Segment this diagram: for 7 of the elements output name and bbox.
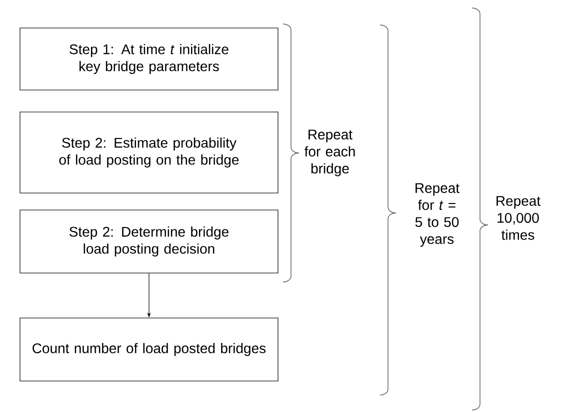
process-box: Step 2: Determine bridge load posting decision: [20, 210, 278, 274]
repeat-label: Repeat for each bridge: [304, 130, 355, 176]
process-box: Step 1: At time t initialize key bridge parameters: [20, 28, 278, 90]
process-box: Count number of load posted bridges: [20, 318, 278, 382]
repeat-label: Repeat for t = 5 to 50 years: [415, 183, 460, 247]
repeat-label: Repeat 10,000 times: [496, 196, 540, 240]
process-box: Step 2: Estimate probability of load posting on the bridge: [20, 112, 278, 194]
